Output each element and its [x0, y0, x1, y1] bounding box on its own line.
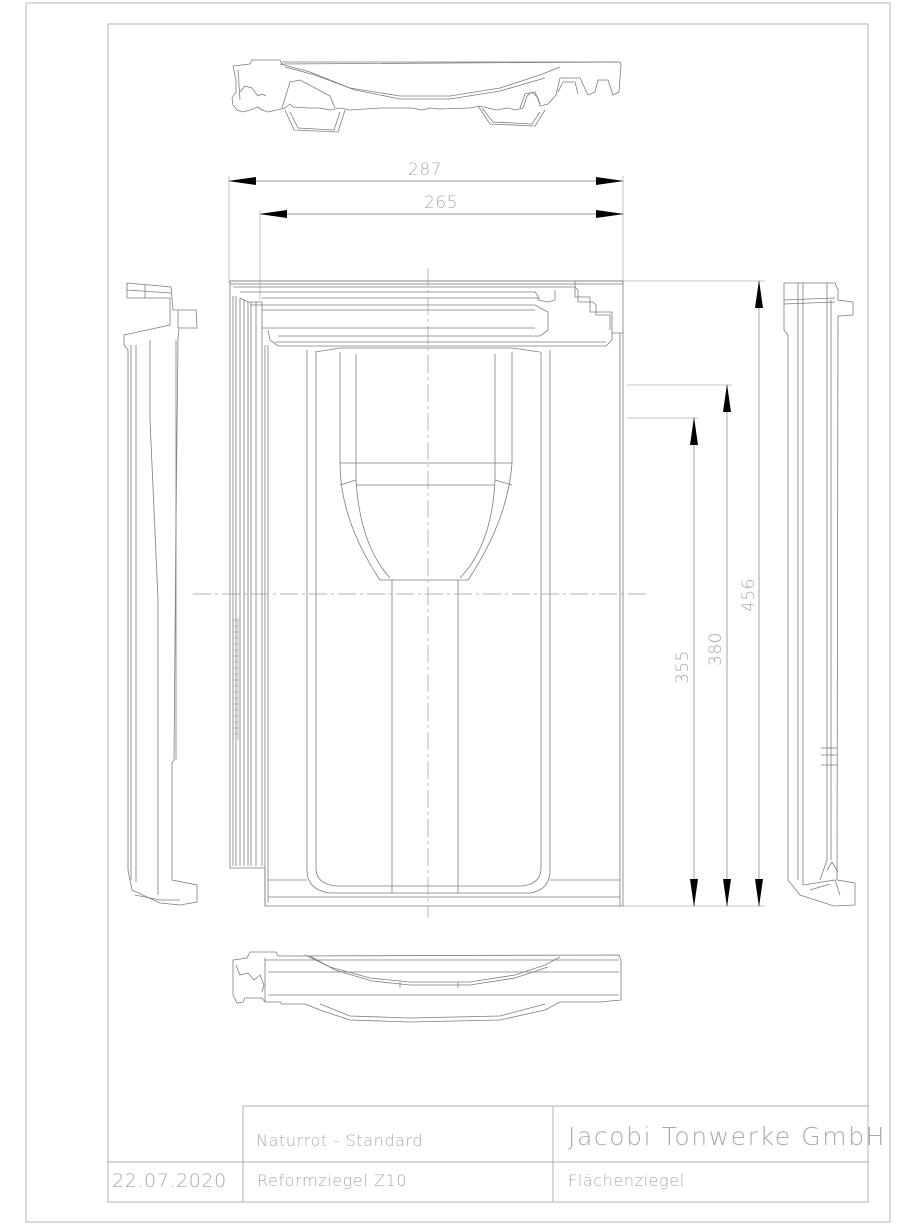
front-plan-view	[229, 280, 624, 907]
color-variant-label: Naturrot - Standard	[256, 1131, 424, 1150]
bottom-section-view	[232, 951, 622, 1023]
dimension-265	[259, 210, 624, 300]
category-label: Flächenziegel	[568, 1171, 685, 1190]
outer-frame	[25, 2, 891, 1223]
company-name: Jacobi Tonwerke GmbH	[568, 1122, 887, 1151]
dimension-label-287: 287	[408, 160, 442, 180]
center-lines	[193, 268, 650, 918]
date-label: 22.07.2020	[112, 1170, 227, 1192]
dimension-label-456: 456	[739, 578, 759, 612]
dimension-label-355: 355	[673, 650, 693, 684]
dimension-label-265: 265	[424, 193, 458, 213]
top-section-view	[231, 59, 622, 133]
dimension-label-380: 380	[706, 632, 726, 666]
left-side-view	[123, 282, 198, 906]
dimension-287	[228, 176, 624, 283]
inner-frame	[107, 23, 869, 1203]
title-block	[108, 1105, 868, 1202]
product-name-label: Reformziegel Z10	[257, 1171, 408, 1190]
right-side-view	[783, 282, 856, 907]
